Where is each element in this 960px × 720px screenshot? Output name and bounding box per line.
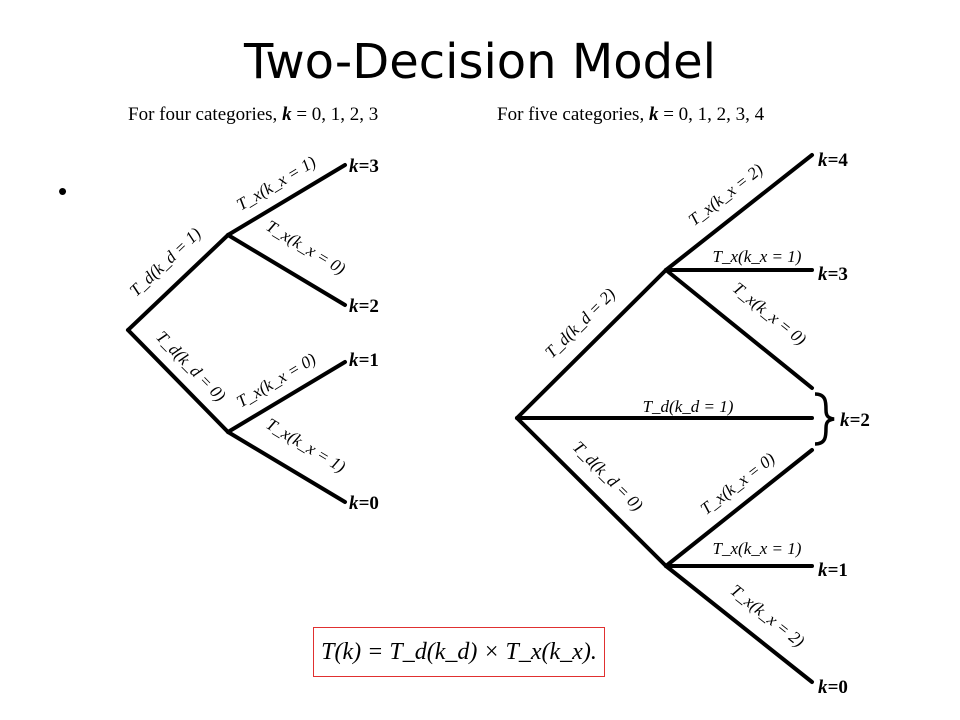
left-edge-upper (126, 233, 230, 332)
left-leaf-3-prefix: k= (349, 156, 369, 177)
right-label-l-down: T_x(k_x = 2) (727, 581, 809, 651)
right-caption-suffix: = 0, 1, 2, 3, 4 (658, 104, 765, 125)
right-leaf-1: k=1 (818, 560, 848, 581)
left-label-lower-down: T_x(k_x = 1) (263, 414, 349, 476)
left-leaf-0-value: 0 (369, 493, 379, 514)
right-label-l-mid: T_x(k_x = 1) (713, 539, 802, 558)
right-leaf-4-prefix: k= (818, 150, 838, 171)
left-leaf-2: k=2 (349, 296, 379, 317)
right-label-u-down: T_x(k_x = 0) (729, 278, 810, 349)
right-edge-u-down (664, 268, 814, 390)
left-caption-suffix: = 0, 1, 2, 3 (291, 104, 379, 125)
right-tree-caption: For five categories, k = 0, 1, 2, 3, 4 (497, 104, 764, 126)
bullet-point: • (58, 176, 68, 206)
left-leaf-1-value: 1 (369, 350, 379, 371)
right-edge-lower (515, 416, 668, 568)
formula-text: T(k) = T_d(k_d) × T_x(k_x). (321, 638, 597, 665)
right-leaf-4-value: 4 (838, 150, 848, 171)
left-leaf-0: k=0 (349, 493, 379, 514)
page-title: Two-Decision Model (244, 34, 716, 90)
right-leaf-0-prefix: k= (818, 677, 838, 698)
left-leaf-2-prefix: k= (349, 296, 369, 317)
right-label-upper: T_d(k_d = 2) (541, 284, 619, 362)
left-leaf-2-value: 2 (369, 296, 379, 317)
right-label-lower: T_d(k_d = 0) (569, 437, 647, 515)
left-edge-lower (126, 328, 230, 434)
right-leaf-3-value: 3 (838, 264, 848, 285)
right-leaf-0: k=0 (818, 677, 848, 698)
right-edge-upper (515, 268, 668, 420)
right-leaf-1-value: 1 (838, 560, 848, 581)
right-leaf-2-value: 2 (860, 410, 870, 431)
left-edge-upper-up (226, 163, 347, 237)
left-caption-prefix: For four categories, (128, 104, 283, 125)
right-label-middle: T_d(k_d = 1) (643, 397, 734, 416)
formula-box: T(k) = T_d(k_d) × T_x(k_x). (313, 627, 605, 677)
left-edge-lower-up (226, 360, 347, 434)
right-caption-prefix: For five categories, (497, 104, 649, 125)
right-leaf-3: k=3 (818, 264, 848, 285)
right-tree: T_d(k_d = 2) T_d(k_d = 1) T_d(k_d = 0) T… (515, 150, 870, 698)
left-leaf-1-prefix: k= (349, 350, 369, 371)
left-leaf-3: k=3 (349, 156, 379, 177)
right-edge-l-up (664, 448, 814, 568)
left-leaf-0-prefix: k= (349, 493, 369, 514)
left-tree-caption: For four categories, k = 0, 1, 2, 3 (128, 104, 378, 126)
right-leaf-0-value: 0 (838, 677, 848, 698)
right-label-u-mid: T_x(k_x = 1) (713, 247, 802, 266)
right-edge-u-up (664, 153, 814, 272)
right-caption-k: k (648, 104, 659, 125)
left-caption-k: k (282, 104, 292, 125)
right-leaf-1-prefix: k= (818, 560, 838, 581)
right-brace (814, 392, 835, 446)
left-label-upper-down: T_x(k_x = 0) (263, 216, 349, 278)
left-leaf-3-value: 3 (369, 156, 379, 177)
left-leaf-1: k=1 (349, 350, 379, 371)
left-edge-lower-down (226, 430, 347, 504)
left-edge-upper-down (226, 233, 347, 307)
right-leaf-3-prefix: k= (818, 264, 838, 285)
left-label-upper: T_d(k_d = 1) (126, 224, 205, 301)
right-leaf-2-prefix: k= (840, 410, 860, 431)
left-tree: T_d(k_d = 1) T_d(k_d = 0) T_x(k_x = 1) T… (126, 152, 379, 514)
right-label-u-up: T_x(k_x = 2) (685, 160, 767, 230)
right-leaf-2: k=2 (840, 410, 870, 431)
right-leaf-4: k=4 (818, 150, 848, 171)
right-edge-l-down (664, 564, 814, 684)
